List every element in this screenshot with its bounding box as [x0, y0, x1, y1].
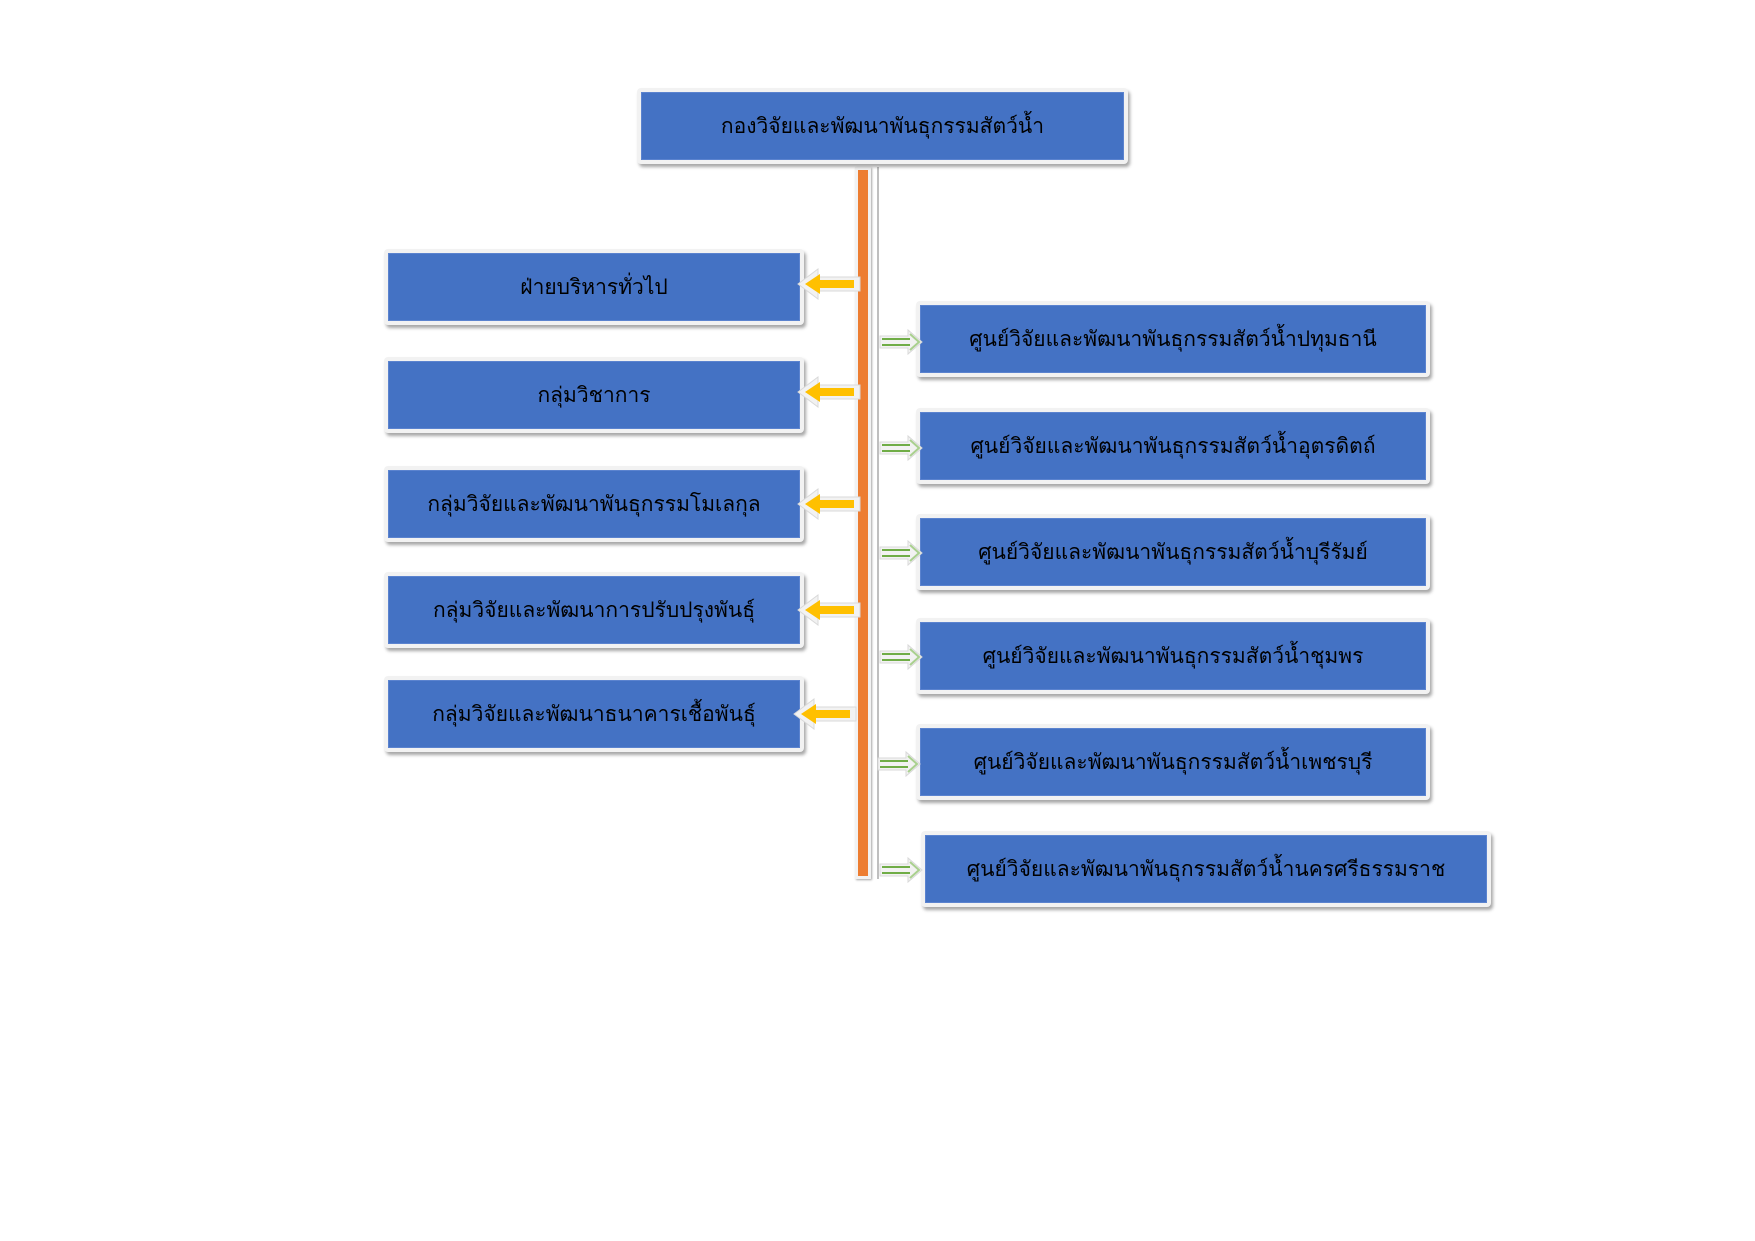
root-unit-box: กองวิจัยและพัฒนาพันธุกรรมสัตว์น้ำ [637, 88, 1128, 164]
right-unit-label: ศูนย์วิจัยและพัฒนาพันธุกรรมสัตว์น้ำบุรีร… [978, 539, 1368, 564]
right-unit-label: ศูนย์วิจัยและพัฒนาพันธุกรรมสัตว์น้ำเพชรบ… [973, 749, 1373, 774]
connector-guide-line [877, 167, 879, 879]
left-unit-label: กลุ่มวิจัยและพัฒนาพันธุกรรมโมเลกุล [427, 491, 761, 516]
right-unit-box: ศูนย์วิจัยและพัฒนาพันธุกรรมสัตว์น้ำปทุมธ… [916, 301, 1430, 377]
left-unit-box: กลุ่มวิจัยและพัฒนาพันธุกรรมโมเลกุล [384, 466, 804, 542]
right-arrow-icon [879, 539, 923, 567]
right-unit-label: ศูนย์วิจัยและพัฒนาพันธุกรรมสัตว์น้ำนครศร… [966, 856, 1446, 881]
left-arrow-icon [797, 268, 861, 300]
right-arrow-icon [879, 434, 923, 462]
left-unit-box: กลุ่มวิชาการ [384, 357, 804, 433]
left-unit-label: ฝ่ายบริหารทั่วไป [520, 274, 668, 299]
right-unit-box: ศูนย์วิจัยและพัฒนาพันธุกรรมสัตว์น้ำอุตรด… [916, 408, 1430, 484]
vertical-connector [855, 167, 871, 879]
left-arrow-icon [793, 698, 857, 730]
left-arrow-icon [797, 376, 861, 408]
right-arrow-icon [879, 856, 923, 884]
left-unit-label: กลุ่มวิจัยและพัฒนาการปรับปรุงพันธุ์ [432, 597, 756, 622]
right-unit-label: ศูนย์วิจัยและพัฒนาพันธุกรรมสัตว์น้ำอุตรด… [970, 433, 1376, 458]
right-unit-label: ศูนย์วิจัยและพัฒนาพันธุกรรมสัตว์น้ำปทุมธ… [969, 326, 1377, 351]
left-unit-box: กลุ่มวิจัยและพัฒนาธนาคารเชื้อพันธุ์ [384, 676, 804, 752]
left-unit-box: ฝ่ายบริหารทั่วไป [384, 249, 804, 325]
left-unit-label: กลุ่มวิชาการ [537, 382, 651, 407]
left-unit-box: กลุ่มวิจัยและพัฒนาการปรับปรุงพันธุ์ [384, 572, 804, 648]
right-unit-box: ศูนย์วิจัยและพัฒนาพันธุกรรมสัตว์น้ำบุรีร… [916, 514, 1430, 590]
left-arrow-icon [797, 594, 861, 626]
left-arrow-icon [797, 488, 861, 520]
right-unit-box: ศูนย์วิจัยและพัฒนาพันธุกรรมสัตว์น้ำเพชรบ… [916, 724, 1430, 800]
root-unit-label: กองวิจัยและพัฒนาพันธุกรรมสัตว์น้ำ [720, 113, 1045, 138]
right-arrow-icon [877, 750, 921, 778]
right-unit-box: ศูนย์วิจัยและพัฒนาพันธุกรรมสัตว์น้ำชุมพร [916, 618, 1430, 694]
right-arrow-icon [879, 328, 923, 356]
right-unit-box: ศูนย์วิจัยและพัฒนาพันธุกรรมสัตว์น้ำนครศร… [921, 831, 1491, 907]
right-unit-label: ศูนย์วิจัยและพัฒนาพันธุกรรมสัตว์น้ำชุมพร [982, 643, 1364, 668]
left-unit-label: กลุ่มวิจัยและพัฒนาธนาคารเชื้อพันธุ์ [432, 701, 756, 726]
right-arrow-icon [879, 643, 923, 671]
